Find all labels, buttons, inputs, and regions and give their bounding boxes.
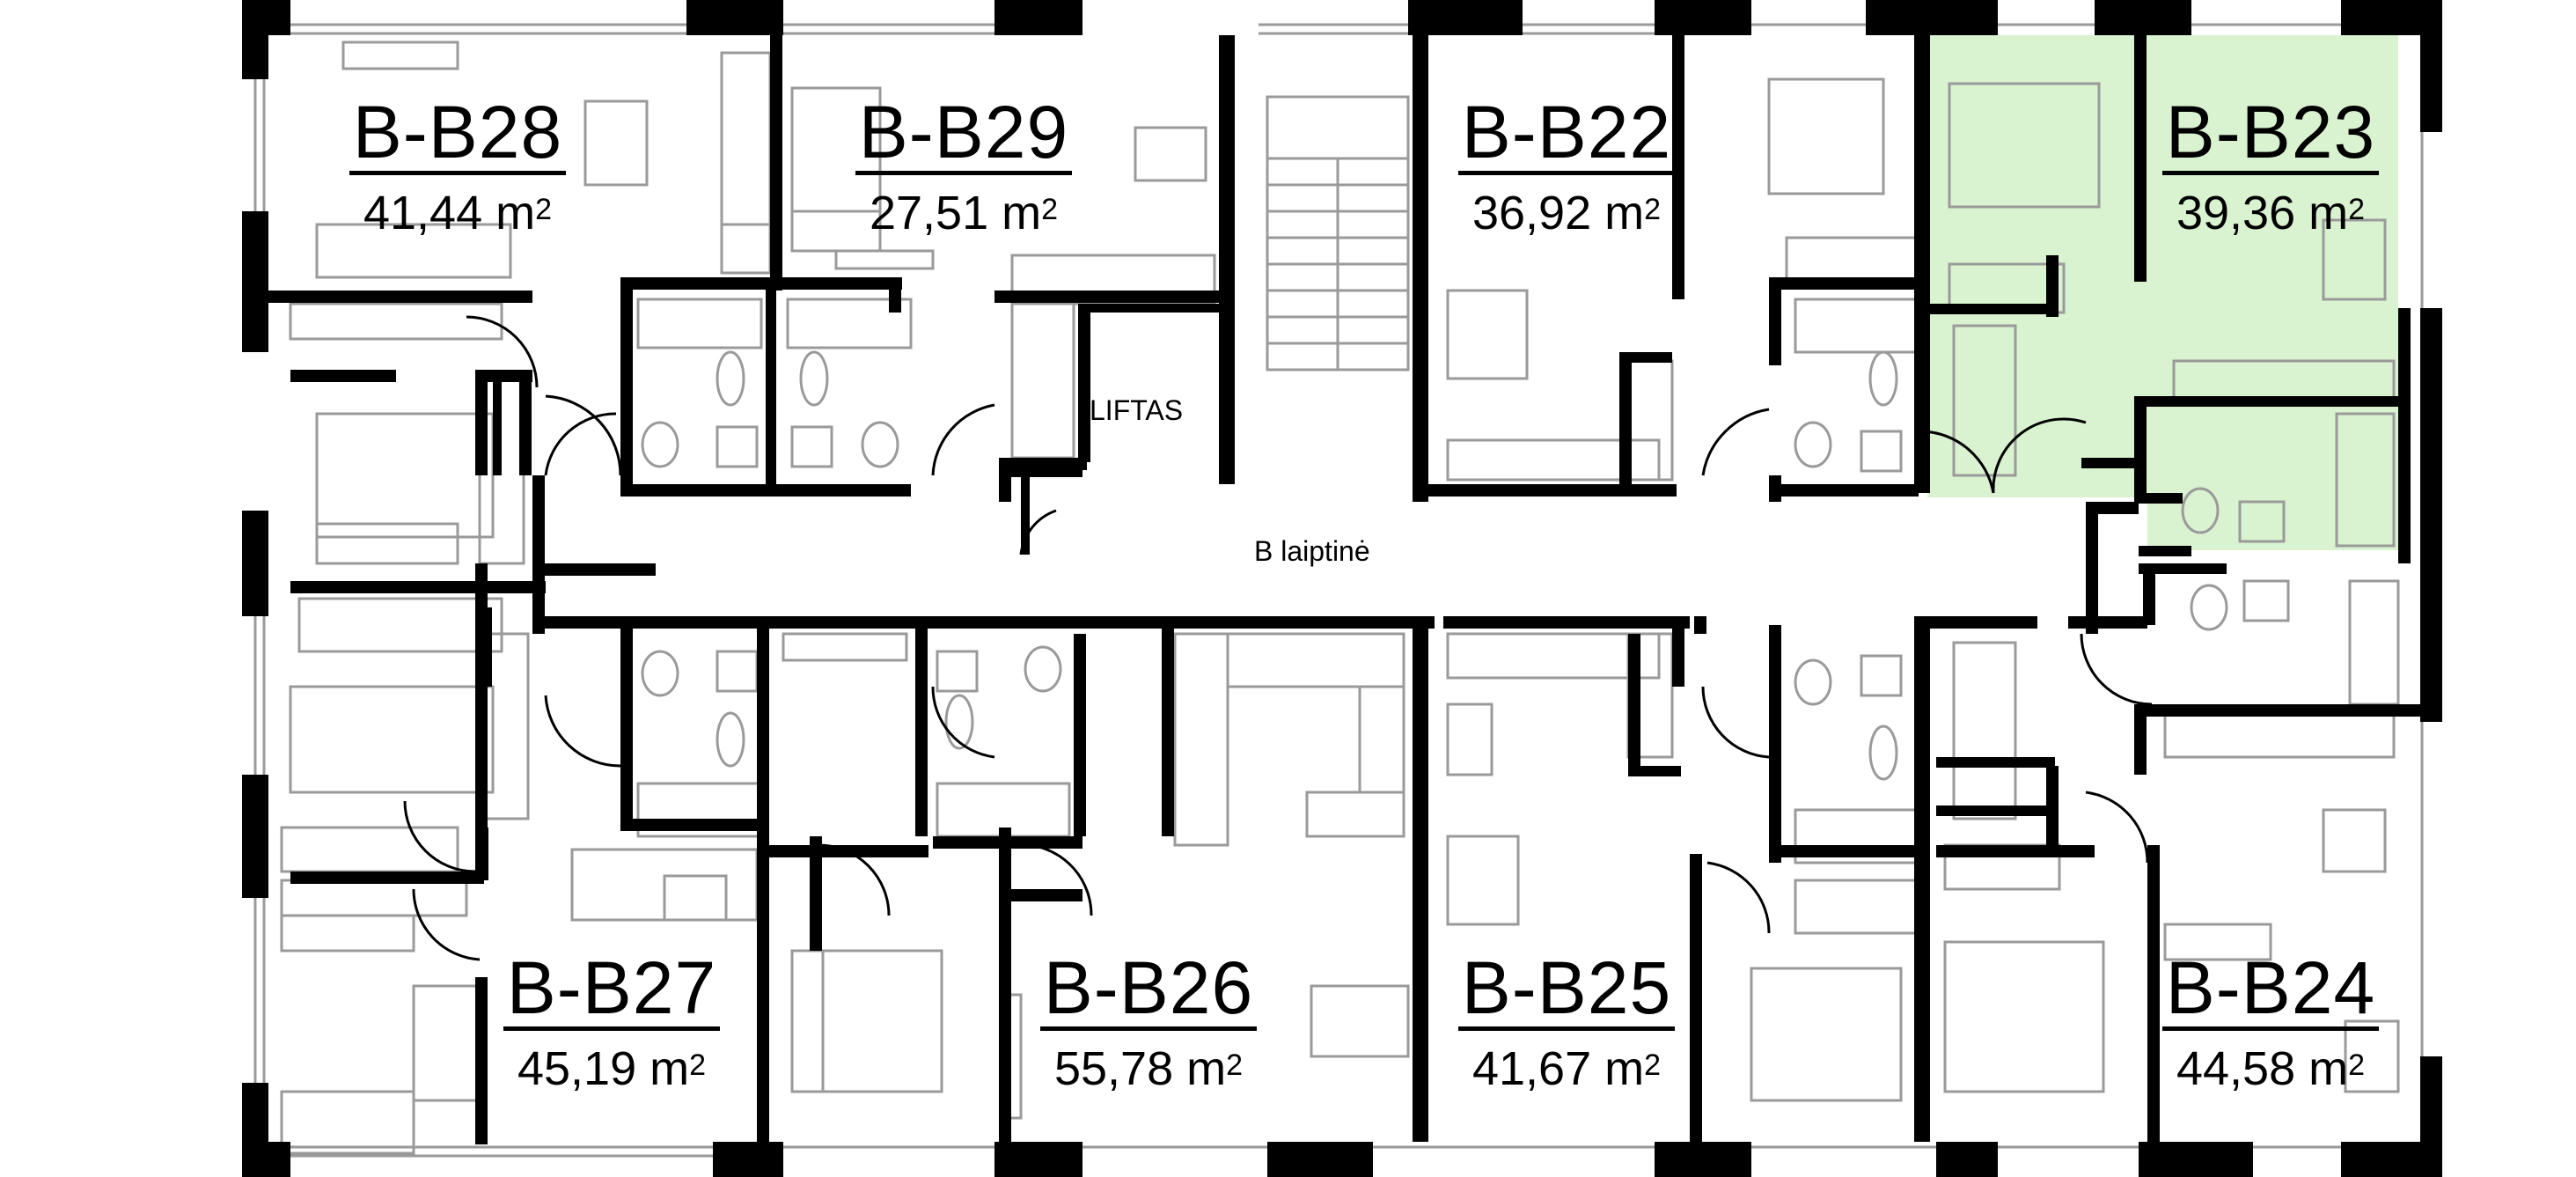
apartment-code: B-B26 (1039, 951, 1258, 1031)
apartment-code: B-B29 (855, 95, 1073, 175)
apartment-code: B-B24 (2161, 951, 2380, 1031)
apartment-b-b23-highlight (1927, 35, 2398, 550)
apartment-code: B-B23 (2161, 95, 2380, 175)
apartment-b-b28[interactable]: B-B28 41,44 m2 (334, 95, 581, 239)
apartment-area: 41,67 m2 (1471, 1042, 1662, 1095)
apartment-b-b25[interactable]: B-B25 41,67 m2 (1443, 951, 1690, 1094)
apartment-code: B-B22 (1457, 95, 1676, 175)
apartment-area: 41,44 m2 (363, 187, 553, 239)
apartment-area: 55,78 m2 (1053, 1042, 1244, 1095)
apartment-b-b27[interactable]: B-B27 45,19 m2 (488, 951, 735, 1094)
apartment-code: B-B27 (503, 951, 721, 1031)
apartment-b-b29[interactable]: B-B29 27,51 m2 (840, 95, 1087, 239)
apartment-b-b22[interactable]: B-B22 36,92 m2 (1443, 95, 1690, 239)
apartment-code: B-B25 (1457, 951, 1676, 1031)
apartment-area: 39,36 m2 (2176, 187, 2366, 239)
apartment-code: B-B28 (349, 95, 567, 175)
apartment-b-b24[interactable]: B-B24 44,58 m2 (2147, 951, 2394, 1094)
apartment-area: 27,51 m2 (869, 187, 1059, 239)
apartment-b-b23[interactable]: B-B23 39,36 m2 (2147, 95, 2394, 239)
lift-label: LIFTAS (1090, 394, 1184, 426)
walls (242, 0, 2442, 1177)
apartment-b-b26[interactable]: B-B26 55,78 m2 (1025, 951, 1272, 1094)
apartment-area: 44,58 m2 (2176, 1042, 2366, 1095)
apartment-area: 45,19 m2 (517, 1042, 707, 1095)
stair-label: B laiptinė (1254, 535, 1370, 567)
apartment-area: 36,92 m2 (1471, 187, 1662, 239)
door-swings (403, 315, 2153, 961)
